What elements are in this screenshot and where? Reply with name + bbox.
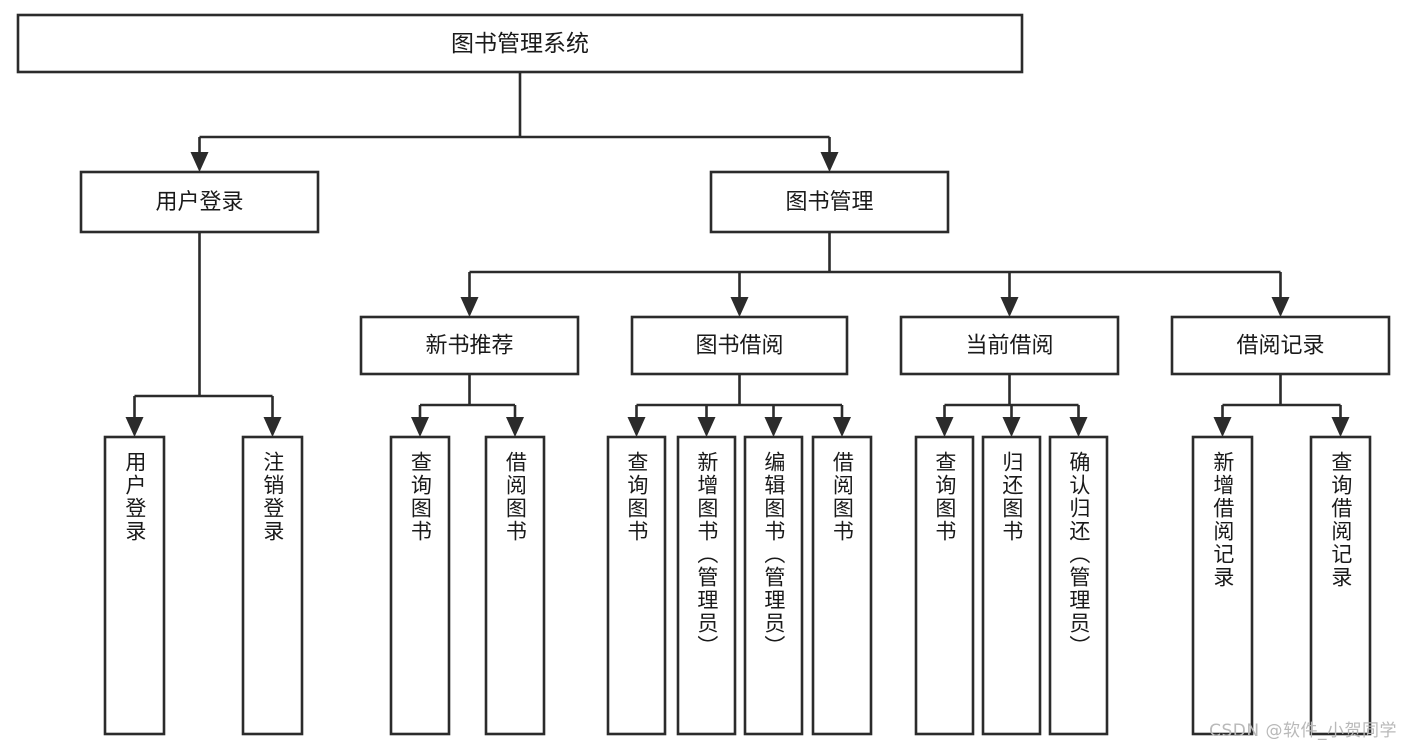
edge-root-arrow-icon: [190, 152, 209, 172]
node-label-l2-book-mgmt: 图书管理: [785, 190, 873, 215]
node-leaf-borrow-book-2[interactable]: [811, 435, 873, 736]
node-label-l2-user-login: 用户登录: [155, 190, 243, 215]
node-leaf-query-book-1[interactable]: [389, 435, 451, 736]
node-leaf-borrow-book-1[interactable]: [484, 435, 546, 736]
edge-l3-record-arrow-icon: [1331, 417, 1350, 437]
edge-book-mgmt-arrow-icon: [460, 297, 479, 317]
node-leaf-confirm-return[interactable]: [1048, 435, 1109, 736]
node-leaf-add-book[interactable]: [676, 435, 737, 736]
node-l2-user-login[interactable]: [79, 170, 320, 234]
boxes-layer: [16, 13, 1391, 736]
node-leaf-edit-book[interactable]: [743, 435, 804, 736]
node-leaf-add-record[interactable]: [1191, 435, 1254, 736]
node-label-root: 图书管理系统: [451, 31, 589, 57]
edge-l3-current-arrow-icon: [1069, 417, 1088, 437]
node-leaf-return-book[interactable]: [981, 435, 1042, 736]
node-label-l3-record: 借阅记录: [1236, 334, 1324, 359]
node-leaf-user-login[interactable]: [103, 435, 166, 736]
node-l3-record[interactable]: [1170, 315, 1391, 376]
edge-root-arrow-icon: [820, 152, 839, 172]
edge-book-mgmt-arrow-icon: [730, 297, 749, 317]
edge-l3-borrow-arrow-icon: [764, 417, 783, 437]
node-l3-current[interactable]: [899, 315, 1120, 376]
node-leaf-logout[interactable]: [241, 435, 304, 736]
edge-l3-borrow-arrow-icon: [627, 417, 646, 437]
node-label-l3-new-book: 新书推荐: [425, 334, 513, 359]
edge-book-mgmt-arrow-icon: [1000, 297, 1019, 317]
node-leaf-query-book-2[interactable]: [606, 435, 667, 736]
edge-l3-borrow-arrow-icon: [833, 417, 851, 437]
node-root-root[interactable]: [16, 13, 1024, 74]
edge-l2-user-login-arrow-icon: [125, 417, 144, 437]
node-l3-new-book[interactable]: [359, 315, 580, 376]
edge-l3-current-arrow-icon: [935, 417, 954, 437]
node-l2-book-mgmt[interactable]: [709, 170, 950, 234]
edge-book-mgmt-arrow-icon: [1271, 297, 1290, 317]
edge-l3-borrow-arrow-icon: [697, 417, 716, 437]
edge-l3-current-arrow-icon: [1002, 417, 1021, 437]
node-leaf-query-record[interactable]: [1309, 435, 1372, 736]
edge-l3-new-book-arrow-icon: [506, 417, 524, 437]
node-label-l3-borrow: 图书借阅: [695, 334, 783, 359]
edge-l3-new-book-arrow-icon: [411, 417, 429, 437]
connectors-layer: [125, 72, 1350, 437]
node-label-l3-current: 当前借阅: [965, 334, 1053, 359]
node-l3-borrow[interactable]: [630, 315, 849, 376]
edge-l2-user-login-arrow-icon: [263, 417, 282, 437]
watermark-text: CSDN @软件_小贺同学: [1209, 721, 1397, 741]
edge-l3-record-arrow-icon: [1213, 417, 1232, 437]
node-leaf-query-book-3[interactable]: [914, 435, 975, 736]
